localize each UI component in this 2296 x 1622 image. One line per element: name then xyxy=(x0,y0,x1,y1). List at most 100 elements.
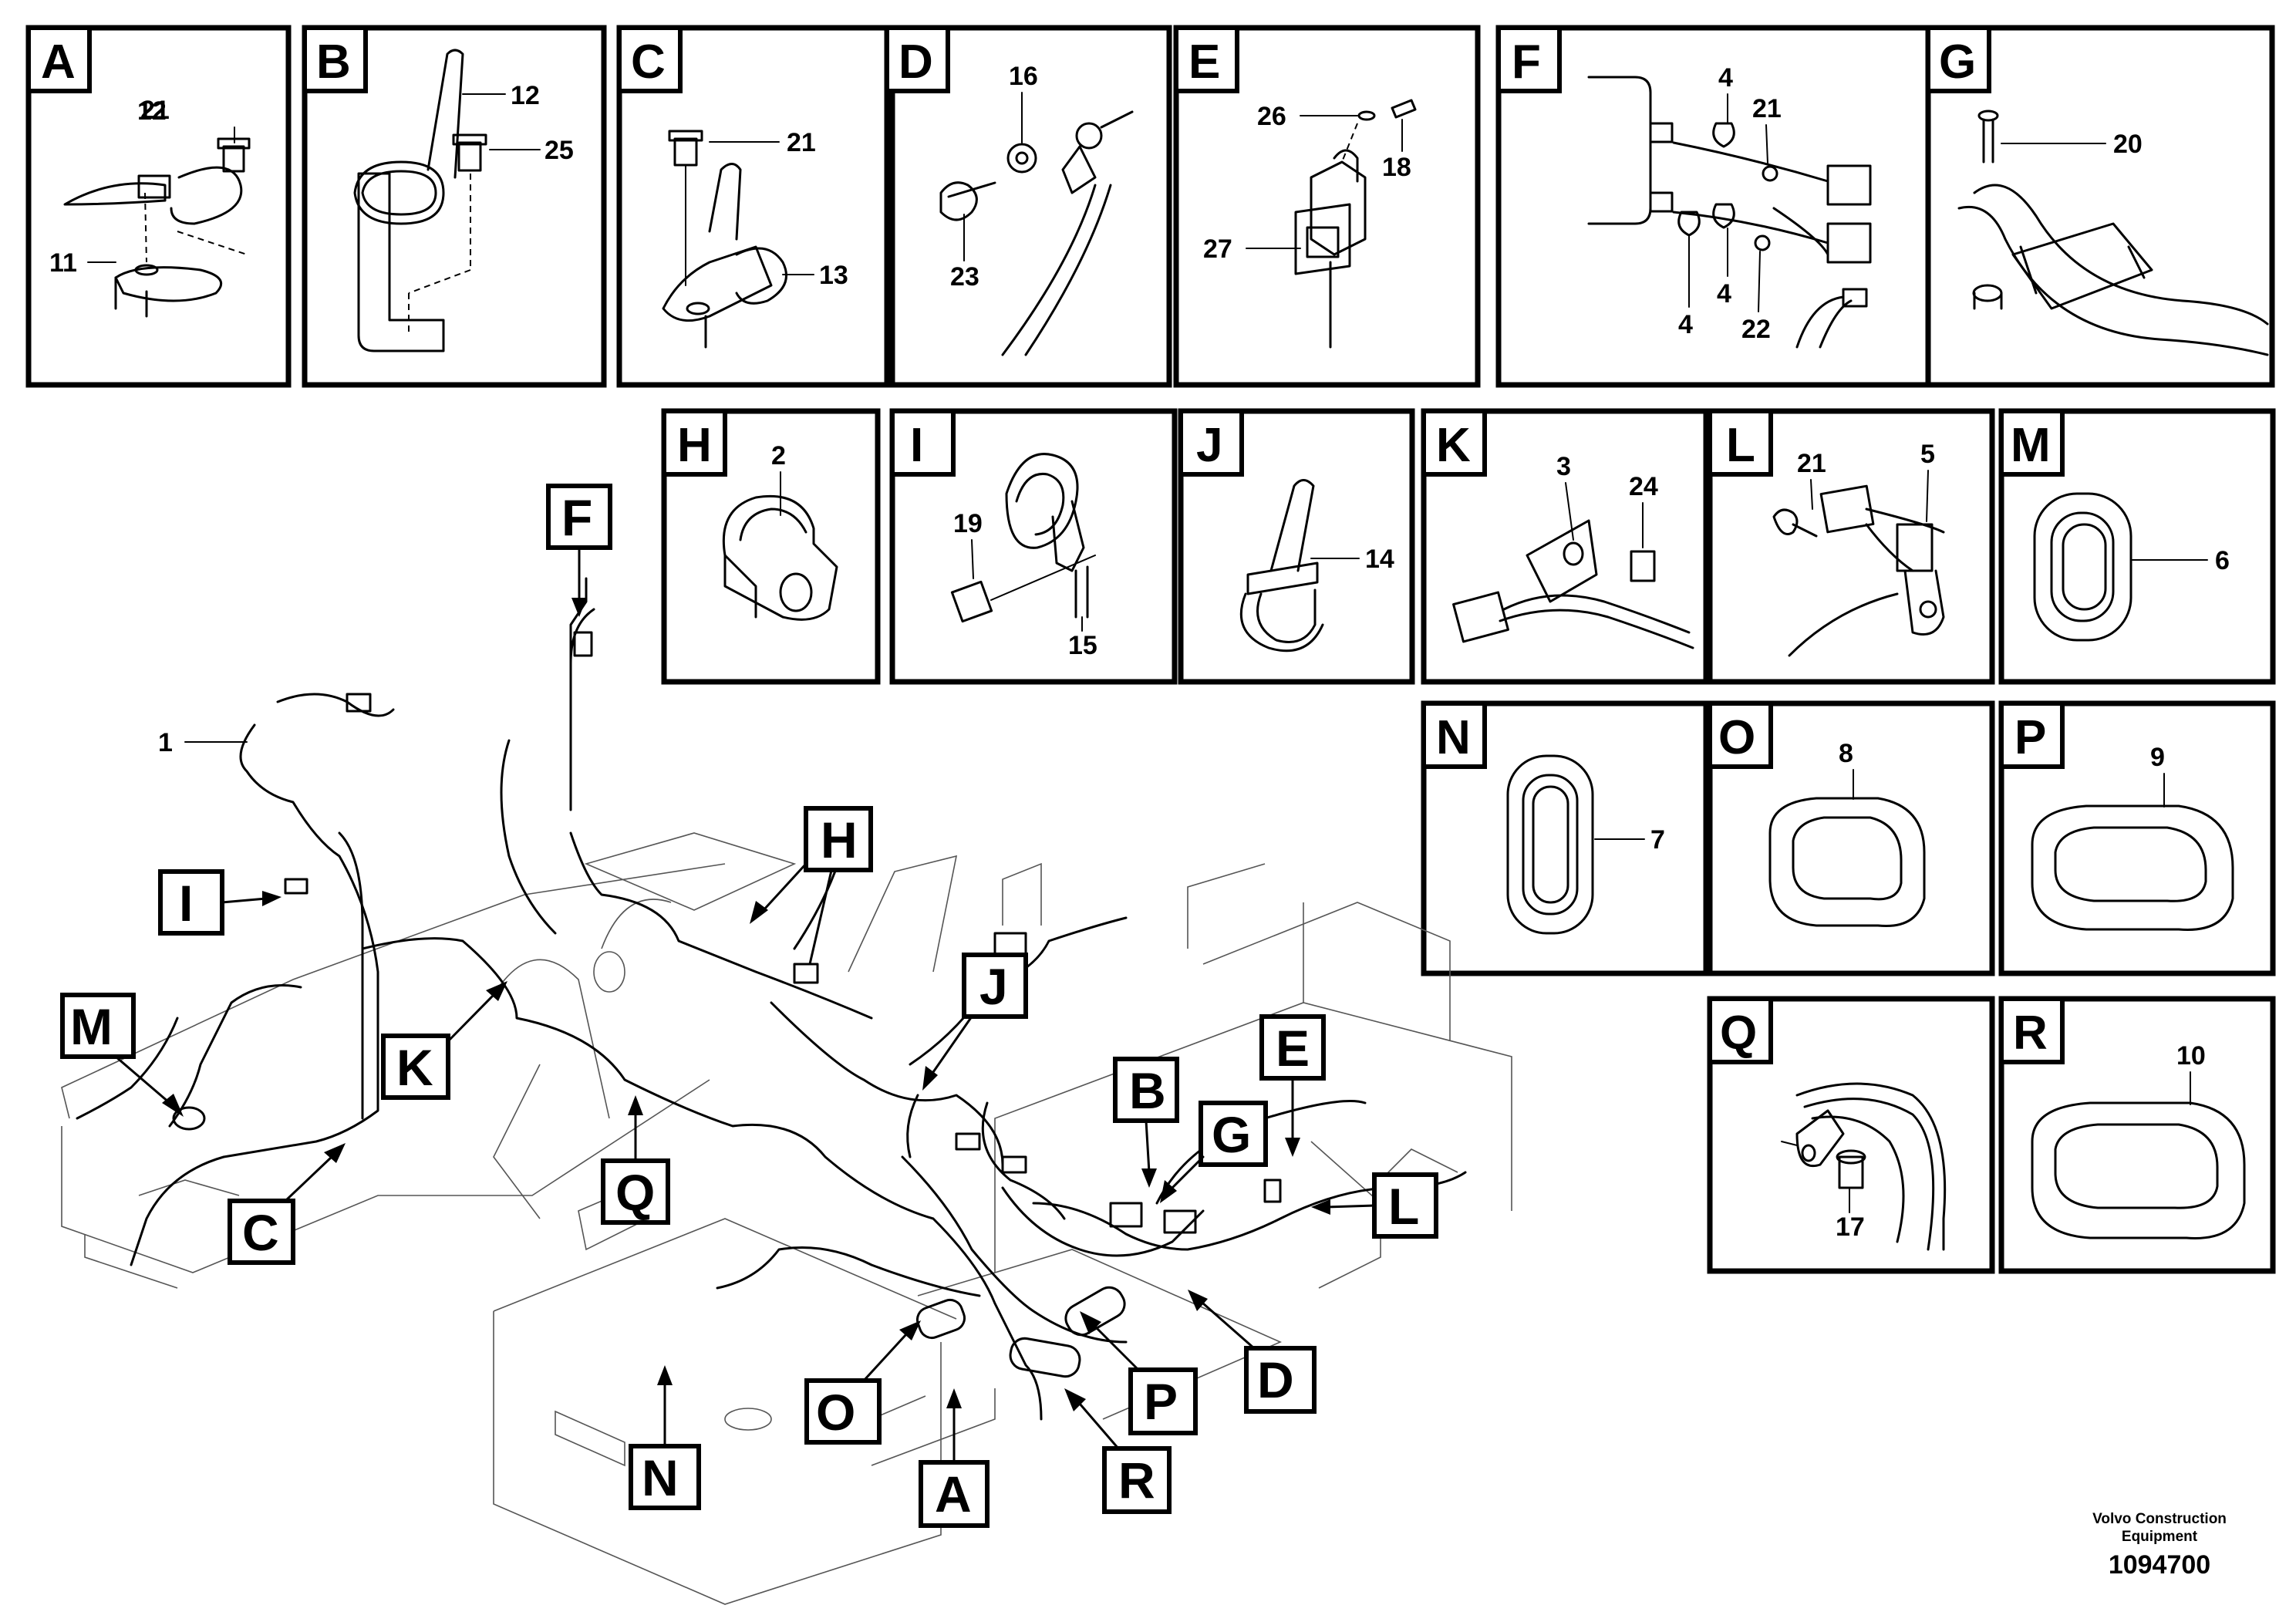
cable-clip-q-drawing xyxy=(1781,1082,1947,1251)
svg-text:K: K xyxy=(396,1039,433,1096)
grommet-clip-drawing xyxy=(950,453,1096,623)
svg-text:C: C xyxy=(242,1204,279,1261)
panel-letter-r: R xyxy=(2013,1007,2048,1060)
detail-panel-d: D 16 23 xyxy=(884,25,1172,388)
footer: Volvo Construction Equipment 1094700 xyxy=(2092,1511,2227,1580)
relay-holder-drawing xyxy=(1294,99,1417,349)
panel-letter-f: F xyxy=(1512,35,1541,89)
panel-letter-c: C xyxy=(631,35,666,89)
svg-text:M: M xyxy=(70,998,113,1055)
detail-panel-p: P 9 xyxy=(1998,700,2276,976)
callout-26: 26 xyxy=(1257,102,1286,131)
svg-text:Q: Q xyxy=(615,1164,655,1221)
panel-letter-p: P xyxy=(2014,711,2046,764)
brand-line-1: Volvo Construction xyxy=(2092,1511,2227,1527)
callout-12-b: 12 xyxy=(511,81,540,110)
svg-text:G: G xyxy=(1212,1106,1251,1163)
callout-19: 19 xyxy=(953,509,983,538)
svg-text:I: I xyxy=(179,875,193,932)
svg-text:N: N xyxy=(642,1449,679,1506)
panel-letter-h: H xyxy=(677,419,712,472)
callout-7: 7 xyxy=(1650,825,1665,855)
tie-strap-drawing xyxy=(1239,479,1324,653)
callout-10: 10 xyxy=(2176,1041,2206,1071)
detail-panel-e: E 26 18 27 xyxy=(1173,25,1481,388)
callout-21-c: 21 xyxy=(787,128,816,157)
detail-panel-b: B 12 25 xyxy=(302,25,607,388)
panel-letter-o: O xyxy=(1718,711,1755,764)
callout-17: 17 xyxy=(1836,1212,1865,1242)
wiring-harness xyxy=(76,577,1467,1421)
bracket-with-tie-drawing xyxy=(353,49,487,352)
ground-terminal-drawing xyxy=(939,110,1134,356)
callout-4-mid: 4 xyxy=(1717,279,1731,309)
drawing-number: 1094700 xyxy=(2109,1550,2210,1580)
detail-panel-c: C 21 13 xyxy=(616,25,895,388)
callout-21: 21 xyxy=(140,96,170,125)
panel-letter-g: G xyxy=(1939,35,1976,89)
grommet-r-drawing xyxy=(2031,1101,2246,1239)
callout-18: 18 xyxy=(1382,153,1411,182)
callout-25: 25 xyxy=(544,136,574,165)
location-label-r: R xyxy=(1064,1388,1172,1514)
main-assembly-view: 1 F I H M xyxy=(60,484,1512,1605)
location-label-q: Q xyxy=(601,1095,670,1225)
svg-text:L: L xyxy=(1388,1178,1419,1235)
grommet-n-drawing xyxy=(1506,754,1594,935)
grommet-p-drawing xyxy=(2031,804,2234,931)
detail-panel-a: A 21 12 11 xyxy=(25,25,292,388)
panel-letter-l: L xyxy=(1726,419,1755,472)
location-label-n: N xyxy=(629,1365,701,1510)
location-label-p: P xyxy=(1080,1311,1198,1435)
svg-text:P: P xyxy=(1144,1373,1178,1430)
location-label-i: I xyxy=(158,869,282,936)
svg-text:H: H xyxy=(821,811,858,868)
panel-letter-k: K xyxy=(1436,419,1471,472)
panel-letter-m: M xyxy=(2011,419,2051,472)
callout-11: 11 xyxy=(49,248,77,278)
callout-20: 20 xyxy=(2113,130,2143,159)
callout-3: 3 xyxy=(1556,452,1571,481)
panel-letter-q: Q xyxy=(1720,1007,1757,1060)
callout-16: 16 xyxy=(1009,62,1038,91)
callout-24: 24 xyxy=(1629,472,1658,501)
location-label-j: J xyxy=(922,953,1028,1091)
location-label-e: E xyxy=(1259,1014,1326,1157)
svg-text:B: B xyxy=(1129,1062,1166,1119)
relay-socket-drawing xyxy=(1772,484,1945,657)
location-label-b: B xyxy=(1113,1057,1179,1188)
callout-21-l: 21 xyxy=(1797,449,1826,478)
detail-panel-h: H 2 xyxy=(661,408,881,685)
location-label-m: M xyxy=(60,993,184,1117)
callout-22: 22 xyxy=(1741,315,1771,344)
location-label-a: A xyxy=(919,1388,990,1528)
panel-letter-e: E xyxy=(1188,35,1220,89)
detail-panel-m: M 6 xyxy=(1998,408,2276,685)
detail-panel-f: F 4 21 4 4 22 xyxy=(1495,25,1931,388)
brand-line-2: Equipment xyxy=(2122,1529,2198,1545)
panel-letter-j: J xyxy=(1196,419,1222,472)
callout-13: 13 xyxy=(819,261,848,290)
detail-panel-i: I 19 15 xyxy=(889,408,1178,685)
svg-text:D: D xyxy=(1257,1351,1294,1408)
detail-panel-q: Q 17 xyxy=(1707,996,1995,1274)
detail-panel-j: J 14 xyxy=(1178,408,1415,685)
panel-letter-d: D xyxy=(899,35,933,89)
clamp-mount-drawing xyxy=(662,130,787,349)
svg-text:R: R xyxy=(1118,1452,1155,1509)
panel-letter-n: N xyxy=(1436,711,1471,764)
grommet-o-drawing xyxy=(1768,797,1926,928)
cable-protector-drawing xyxy=(1957,110,2269,356)
location-label-h: H xyxy=(750,806,873,924)
location-label-f: F xyxy=(546,484,612,617)
location-label-l: L xyxy=(1311,1172,1438,1239)
location-label-c: C xyxy=(228,1143,346,1265)
connector-bracket-k-drawing xyxy=(1452,519,1694,649)
panel-letter-i: I xyxy=(910,419,923,472)
callout-4-left: 4 xyxy=(1678,310,1693,339)
svg-text:J: J xyxy=(979,958,1008,1015)
location-label-d: D xyxy=(1188,1290,1317,1414)
svg-text:F: F xyxy=(561,489,592,546)
detail-panel-r: R 10 xyxy=(1998,996,2276,1274)
